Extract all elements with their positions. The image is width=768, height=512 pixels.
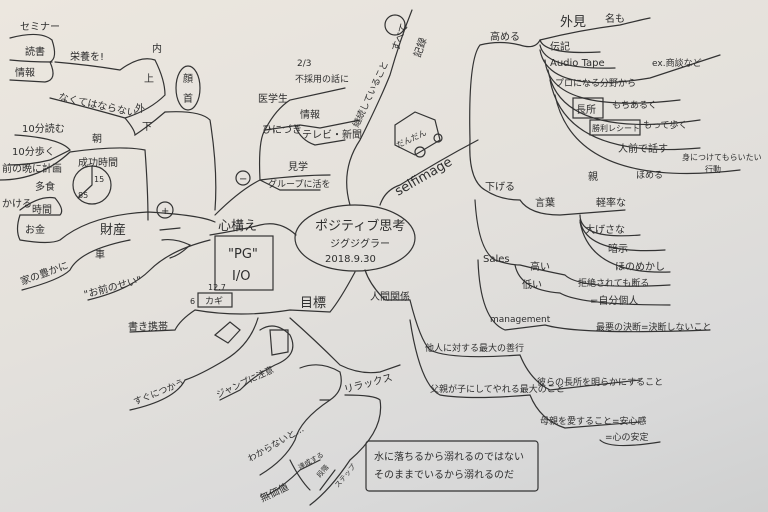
- node-best-deed: 他人に対する最大の善行: [425, 342, 524, 354]
- node-ex: ex.商談など: [652, 57, 702, 69]
- node-fraction: 2/3: [297, 59, 311, 69]
- node-down: 下: [142, 122, 152, 133]
- node-jump: ジャンプに注意: [214, 364, 276, 401]
- node-raise: 高める: [490, 30, 520, 43]
- node-goal: 目標: [300, 296, 326, 311]
- node-appearance: 外見: [560, 15, 586, 30]
- center-node-outline: [294, 204, 416, 272]
- node-lower: 下げる: [485, 181, 515, 193]
- node-your-fault: "お前のせい": [82, 273, 143, 301]
- node-parent: 親: [588, 170, 598, 183]
- node-seminar: セミナー: [20, 21, 60, 33]
- node-up: 上: [144, 73, 154, 85]
- node-reading: 読書: [25, 45, 45, 58]
- node-relations: 人間関係: [370, 291, 410, 303]
- node-want1: 身につけてもらいたい: [682, 152, 762, 162]
- node-walk10: 10分歩く: [12, 145, 55, 158]
- minus-mark: −: [239, 174, 247, 185]
- node-suggest: 暗示: [608, 242, 628, 255]
- node-carry2: もって歩く: [643, 119, 688, 131]
- node-key: カギ: [205, 296, 223, 307]
- node-use: すぐにつかう: [132, 377, 186, 407]
- node-outer: 外: [135, 103, 145, 115]
- node-careless: 軽率な: [596, 196, 626, 209]
- node-father: 父親が子にしてやれる最大のこと: [430, 383, 565, 395]
- quote-line-1: 水に落ちるから溺れるのではない: [374, 451, 524, 463]
- node-praise: ほめる: [636, 170, 663, 181]
- node-audio-tape: Audio Tape: [550, 58, 605, 69]
- center-title: ポジティブ思考: [315, 218, 405, 234]
- node-worthless: 無価値: [258, 480, 291, 504]
- node-their-strength: 彼らの長所を明らかにすること: [537, 376, 663, 388]
- node-write: 書き携帯: [128, 320, 168, 333]
- plus-mark: +: [161, 206, 169, 217]
- node-read10: 10分読む: [22, 122, 65, 135]
- node-record: 記録: [411, 36, 430, 59]
- center-date: 2018.9.30: [325, 254, 376, 265]
- node-car: 車: [95, 248, 105, 261]
- branch-lines: [0, 9, 741, 506]
- node-money: お金: [25, 223, 45, 236]
- node-selfimage: selfimage: [393, 155, 455, 200]
- node-attitude: 心構え: [218, 219, 257, 234]
- node-name: 名も: [605, 12, 625, 25]
- node-plan: 前の晩に計画: [2, 162, 62, 175]
- node-low: 低い: [522, 278, 542, 291]
- node-success-time: 成功時間: [78, 157, 118, 169]
- node-mother: 母親を愛すること=安心感: [540, 415, 647, 427]
- node-daily: ひにづき: [262, 124, 302, 136]
- node-io: I/O: [232, 269, 250, 284]
- node-management: management: [490, 315, 551, 325]
- node-dont-know: わからないと…: [246, 424, 306, 465]
- node-want2: 行動: [705, 164, 721, 174]
- node-strength: 長所: [576, 104, 596, 116]
- node-all: すべて: [390, 22, 411, 53]
- node-many: 多食: [35, 180, 55, 193]
- node-neck: 首: [183, 92, 193, 105]
- node-words: 言葉: [535, 196, 555, 209]
- node-group: グループに活を: [268, 178, 330, 190]
- node-morning: 朝: [92, 133, 102, 145]
- node-inner: 内: [152, 42, 162, 55]
- node-six: 6: [190, 297, 195, 306]
- node-peace: =心の安定: [605, 431, 649, 443]
- node-biography: 伝記: [550, 40, 570, 53]
- node-time: 時間: [32, 204, 52, 216]
- node-pg: "PG": [228, 247, 258, 262]
- node-tv: テレビ・新聞: [302, 128, 362, 141]
- node-essential: なくてはならない: [57, 91, 137, 119]
- quote-line-2: そのままでいるから溺れるのだ: [374, 469, 514, 481]
- node-rejection: 拒絶されても断る: [578, 277, 649, 289]
- node-info: 情報: [15, 66, 35, 79]
- node-hint: ほのめかし: [615, 261, 665, 273]
- node-sales: Sales: [483, 254, 510, 265]
- node-tour: 見学: [288, 160, 308, 173]
- node-medical: 医学生: [258, 92, 288, 105]
- pie-label-a: 15: [94, 175, 104, 184]
- node-pro: プロになる分野から: [555, 78, 636, 89]
- node-step2: 段階: [315, 463, 331, 480]
- node-assets: 財産: [100, 222, 126, 238]
- node-rejected: 不採用の話に: [295, 73, 349, 85]
- node-carry: もちあるく: [612, 100, 657, 111]
- node-face: 顔: [183, 72, 193, 85]
- node-relax: リラックス: [343, 371, 394, 395]
- node-nutrition: 栄養を!: [70, 50, 104, 63]
- car-drawing-text: だんだん: [395, 128, 428, 150]
- node-high: 高い: [530, 260, 550, 273]
- node-public: 人前で話す: [618, 142, 668, 155]
- node-spend: かける: [2, 198, 32, 210]
- center-author: ジグジグラー: [330, 237, 390, 250]
- node-exaggerate: 大げさな: [585, 223, 625, 236]
- node-worst: 最悪の決断=決断しないこと: [596, 321, 712, 333]
- node-self: =自分個人: [590, 294, 638, 307]
- node-goal-date: 12.7: [208, 283, 226, 292]
- pie-label-b: 85: [78, 191, 88, 200]
- node-receipt: 勝利レシート: [592, 123, 640, 133]
- node-attitude-info: 情報: [300, 108, 320, 121]
